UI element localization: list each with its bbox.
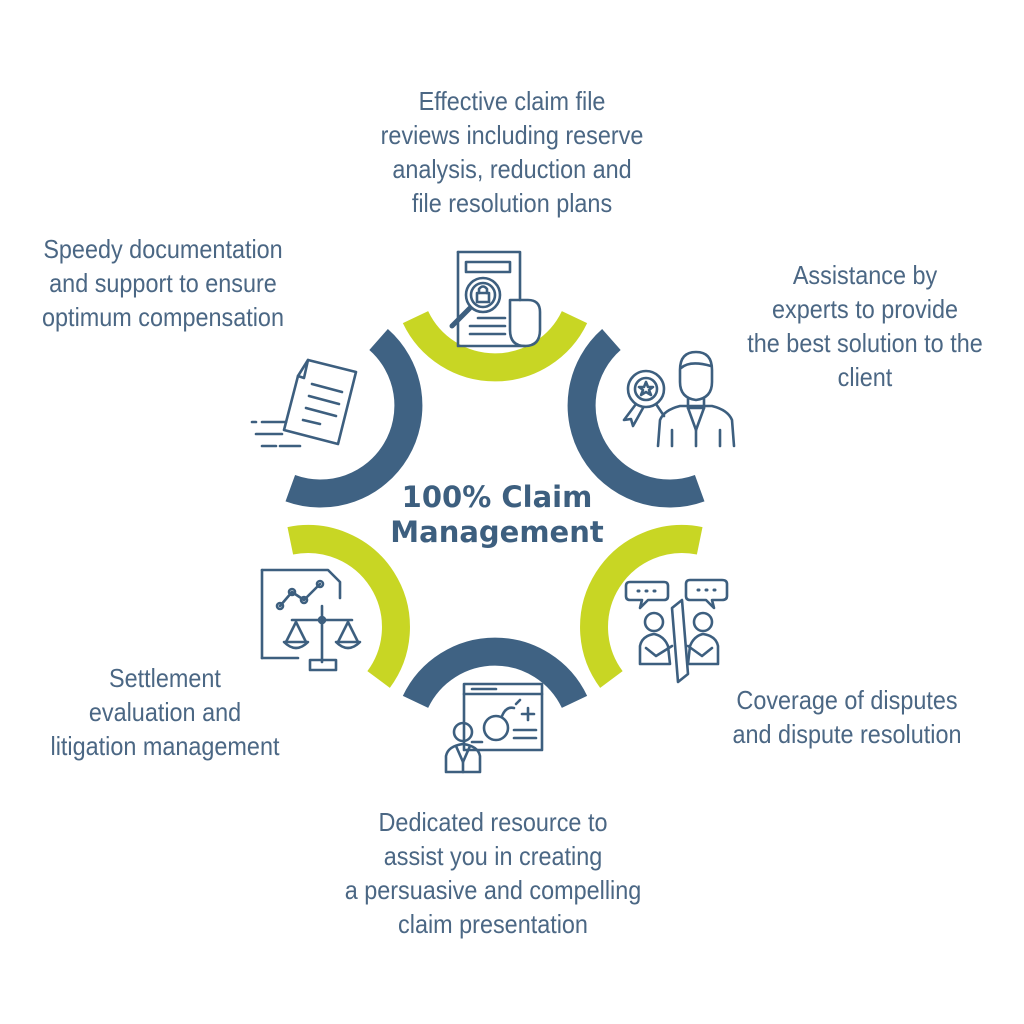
label-settlement-litigation: Settlement evaluation and litigation man… [30, 661, 300, 763]
label-line: Dedicated resource to [378, 807, 608, 837]
label-line: analysis, reduction and [392, 154, 632, 184]
label-line: Effective claim file [418, 86, 606, 116]
label-line: assist you in creating [383, 841, 603, 871]
label-line: claim presentation [398, 909, 588, 939]
center-title: 100% Claim Management [362, 480, 632, 550]
label-expert-assistance: Assistance by experts to provide the bes… [721, 258, 1009, 394]
arc-lower-right [580, 525, 703, 688]
label-line: Speedy documentation [43, 234, 283, 264]
arc-upper-left [285, 329, 423, 508]
document-magnifier-icon [449, 250, 542, 348]
presentation-board-icon [444, 682, 544, 774]
arc-upper-right [567, 329, 705, 508]
expert-award-icon [622, 350, 736, 448]
center-title-line-1: 100% Claim [401, 480, 593, 514]
dispute-conversation-icon [624, 578, 729, 684]
label-line: Assistance by [792, 260, 938, 290]
arc-ring [285, 310, 705, 709]
label-claim-file-reviews: Effective claim file reviews including r… [332, 84, 692, 220]
label-speedy-documentation: Speedy documentation and support to ensu… [24, 232, 303, 334]
label-line: Coverage of disputes [736, 685, 958, 715]
arc-bottom [402, 637, 588, 709]
center-title-line-2: Management [390, 515, 604, 549]
label-line: litigation management [50, 731, 280, 761]
scales-document-icon [260, 568, 362, 672]
label-dispute-coverage: Coverage of disputes and dispute resolut… [708, 683, 987, 751]
label-line: Settlement [109, 663, 221, 693]
label-line: the best solution to the [747, 328, 983, 358]
label-line: and support to ensure [49, 268, 277, 298]
arc-top [402, 310, 588, 382]
fast-document-icon [250, 358, 358, 448]
label-claim-presentation: Dedicated resource to assist you in crea… [313, 805, 673, 941]
label-line: file resolution plans [411, 188, 613, 218]
label-line: optimum compensation [42, 302, 284, 332]
label-line: evaluation and [88, 697, 242, 727]
arc-lower-left [287, 525, 410, 688]
label-line: a persuasive and compelling [344, 875, 642, 905]
label-line: reviews including reserve [380, 120, 644, 150]
label-line: experts to provide [771, 294, 958, 324]
label-line: and dispute resolution [732, 719, 962, 749]
label-line: client [837, 362, 893, 392]
